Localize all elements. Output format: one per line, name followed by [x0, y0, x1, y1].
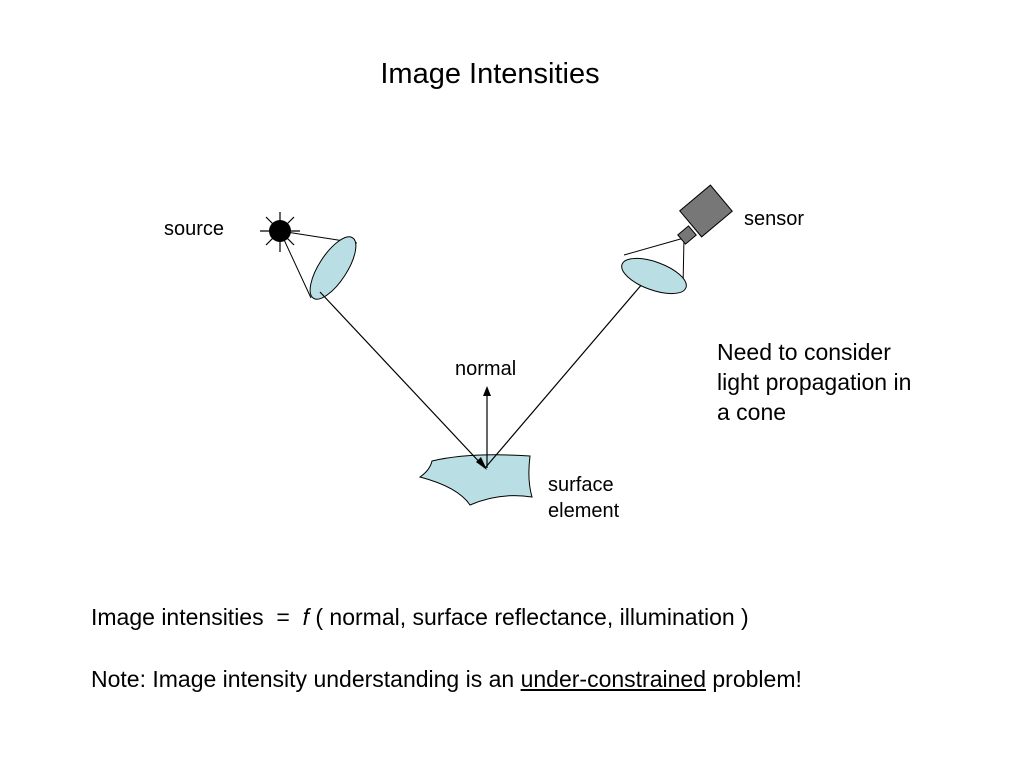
normal-label: normal [455, 358, 517, 380]
incident-ray [319, 291, 486, 469]
sensor-lens [621, 257, 687, 295]
surface-label-line2: element [548, 500, 620, 522]
surface-element-patch [418, 454, 533, 506]
normal-arrowhead [483, 386, 491, 396]
sensor-body [679, 184, 733, 238]
intensity-formula: Image intensities = f ( normal, surface … [91, 604, 749, 630]
sensor-label: sensor [744, 208, 805, 230]
cone-note-line3: a cone [717, 399, 787, 425]
formula-args: ( normal, surface reflectance, illuminat… [315, 604, 749, 630]
surface-label-line1: surface [548, 474, 614, 496]
note-prefix: Note: Image intensity understanding is a… [91, 666, 515, 692]
formula-function: f [302, 604, 309, 630]
formula-equals: = [276, 604, 290, 630]
note-suffix: problem! [712, 666, 802, 692]
reflected-ray [484, 282, 644, 469]
source-lens [309, 236, 357, 300]
sensor-lens-mount [677, 225, 697, 245]
surface-element-label: surface element [548, 472, 619, 524]
source-sun-icon [269, 220, 291, 242]
cone-note: Need to consider light propagation in a … [717, 337, 911, 427]
incident-arrowhead [476, 457, 487, 470]
formula-lhs: Image intensities [91, 604, 264, 630]
cone-note-line1: Need to consider [717, 339, 891, 365]
source-label: source [164, 218, 225, 240]
note-line: Note: Image intensity understanding is a… [91, 666, 802, 692]
slide-title: Image Intensities [380, 58, 600, 90]
cone-note-line2: light propagation in [717, 369, 912, 395]
note-emphasis: under-constrained [520, 666, 706, 692]
